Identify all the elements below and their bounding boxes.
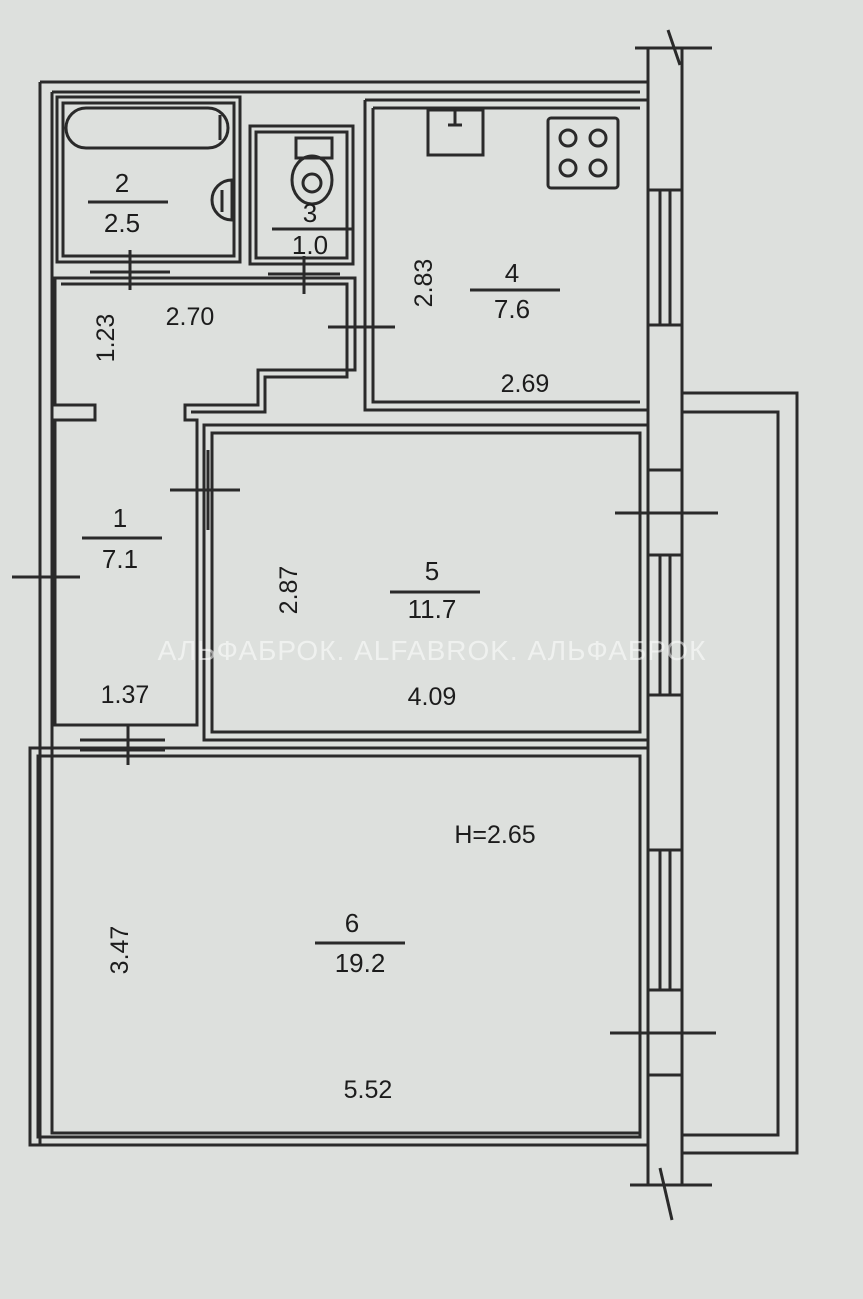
room-6-length: 3.47 [106,926,134,975]
bathtub-icon [64,106,230,150]
door-room-4 [328,295,395,365]
room-1-length: 1.23 [92,314,120,363]
room-1-inner [61,282,349,414]
room-6-width: 5.52 [344,1076,393,1104]
window-kitchen [646,188,684,327]
room-5-length: 2.87 [275,566,303,615]
room-6-walls [28,746,650,1147]
room-1-width: 1.37 [101,681,150,709]
room-1-number: 1 [113,503,127,533]
room-4-number: 4 [505,258,519,288]
break-mark-bottom [630,1167,712,1221]
room-2-walls [55,95,242,264]
room-3-area: 1.0 [292,230,328,260]
door-room-6 [80,725,165,765]
ceiling-height: H=2.65 [454,821,535,849]
window-room6 [646,848,684,992]
sink-icon [210,178,234,222]
burner [558,158,578,178]
room-5-width: 4.09 [408,683,457,711]
room-5-inner [210,431,642,734]
room-4-walls [363,98,648,412]
outer-wall-inner [50,90,640,1135]
entrance-door [12,535,80,625]
room-5-area: 11.7 [408,594,457,624]
room-2-number: 2 [115,168,129,198]
room-6-inner [36,754,642,1139]
room-4-area: 7.6 [494,294,530,324]
room-5-walls [202,423,650,742]
stove-icon [546,116,620,190]
room-2-inner [61,101,236,258]
toilet-seat-icon [301,172,323,194]
room-6-area: 19.2 [335,948,386,978]
break-mark-top [635,29,712,66]
door-room-3 [268,256,340,294]
burner [588,128,608,148]
balcony [682,391,799,1155]
room-4-length: 2.83 [410,259,438,308]
burner [588,158,608,178]
room-1-area: 7.1 [102,544,138,574]
door-mark [610,511,718,1035]
room-3-number: 3 [303,198,317,228]
room-3-inner [254,130,349,260]
burner [558,128,578,148]
door-room-5 [170,450,240,530]
right-wall [646,48,684,1185]
toilet-tank-icon [294,136,334,160]
room-6-number: 6 [345,908,359,938]
watermark: АЛЬФАБРОК. ALFABROK. АЛЬФАБРОК [158,635,707,666]
room-2-area: 2.5 [104,208,140,238]
toilet-bowl-icon [290,154,334,206]
corridor-dimension: 2.70 [166,303,215,331]
room-1-walls [53,276,357,727]
room-5-number: 5 [425,556,439,586]
kitchen-tap [448,110,462,127]
window-room5 [646,553,684,697]
room-4-width: 2.69 [501,370,550,398]
